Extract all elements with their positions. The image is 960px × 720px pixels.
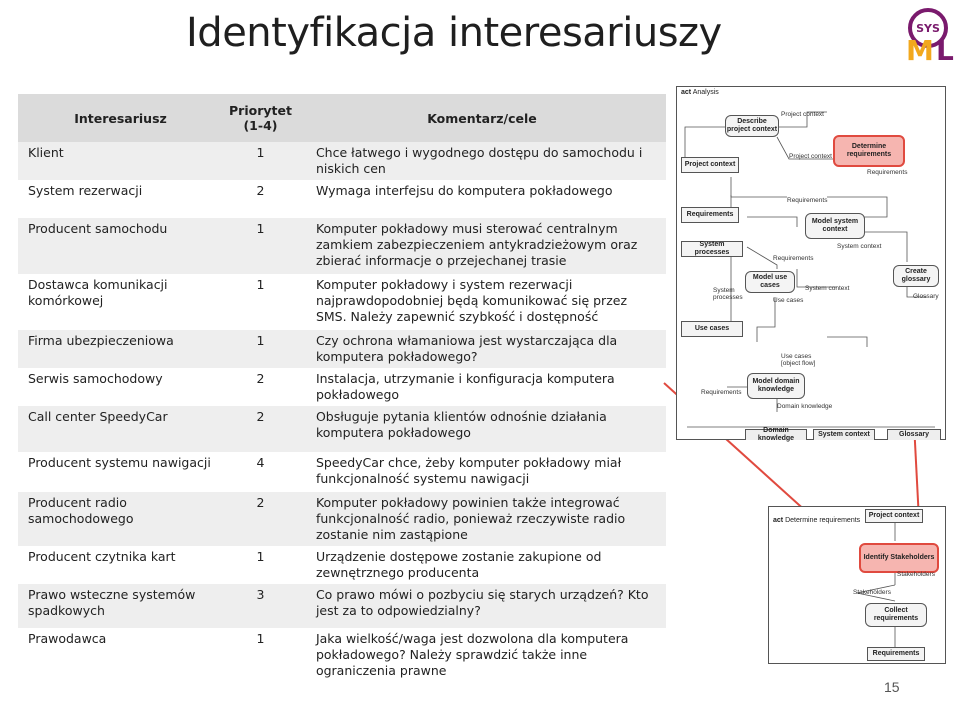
- node-describe-project-context: Describe project context: [725, 115, 779, 137]
- node-model-domain-knowledge: Model domain knowledge: [747, 373, 805, 399]
- label-requirements-2: Requirements: [787, 197, 828, 204]
- label-stakeholders-2: Stakeholders: [853, 589, 891, 596]
- node-model-system-context: Model system context: [805, 213, 865, 239]
- stakeholder-cell: Producent systemu nawigacji: [18, 452, 223, 492]
- stakeholder-cell: Prawodawca: [18, 628, 223, 682]
- label-stakeholders: Stakeholders: [897, 571, 935, 578]
- node-create-glossary: Create glossary: [893, 265, 939, 287]
- determine-requirements-diagram: act Determine requirements Project conte…: [768, 506, 946, 664]
- comment-cell: Komputer pokładowy i system rezerwacji n…: [297, 274, 666, 330]
- stakeholder-cell: Producent samochodu: [18, 218, 223, 274]
- svg-text:M: M: [906, 34, 934, 64]
- stakeholder-cell: Call center SpeedyCar: [18, 406, 223, 452]
- label-use-cases: Use cases: [773, 297, 804, 304]
- label-requirements-3: Requirements: [773, 255, 814, 262]
- node-model-use-cases: Model use cases: [745, 271, 795, 293]
- stakeholder-cell: Firma ubezpieczeniowa: [18, 330, 223, 368]
- priority-cell: 4: [223, 452, 298, 492]
- comment-cell: Instalacja, utrzymanie i konfiguracja ko…: [297, 368, 666, 406]
- comment-cell: Jaka wielkość/waga jest dozwolona dla ko…: [297, 628, 666, 682]
- label-system-processes: System processes: [713, 287, 743, 301]
- priority-cell: 1: [223, 330, 298, 368]
- priority-cell: 2: [223, 406, 298, 452]
- priority-cell: 1: [223, 628, 298, 682]
- label-project-context: Project context: [781, 111, 824, 118]
- stakeholder-cell: Producent czytnika kart: [18, 546, 223, 584]
- pin-requirements: Requirements: [681, 207, 739, 223]
- pin-use-cases: Use cases: [681, 321, 743, 337]
- label-system-context-2: System context: [805, 285, 850, 292]
- analysis-diagram-name: Analysis: [692, 89, 719, 96]
- priority-cell: 3: [223, 584, 298, 628]
- stakeholder-cell: Klient: [18, 142, 223, 180]
- analysis-diagram: act Analysis Describe project context De…: [676, 86, 946, 442]
- svg-text:L: L: [936, 34, 954, 64]
- priority-cell: 1: [223, 218, 298, 274]
- stakeholder-cell: System rezerwacji: [18, 180, 223, 218]
- stakeholder-diagram-name: Determine requirements: [785, 517, 861, 524]
- pin-domain-knowledge: Domain knowledge: [745, 427, 807, 442]
- comment-cell: Co prawo mówi o pozbyciu się starych urz…: [297, 584, 666, 628]
- stakeholder-table: Interesariusz Priorytet (1-4) Komentarz/…: [18, 94, 666, 682]
- node-determine-requirements: Determine requirements: [833, 135, 905, 167]
- comment-cell: Chce łatwego i wygodnego dostępu do samo…: [297, 142, 666, 180]
- comment-cell: Wymaga interfejsu do komputera pokładowe…: [297, 180, 666, 218]
- priority-cell: 2: [223, 180, 298, 218]
- pin-system-processes: System processes: [681, 241, 743, 257]
- comment-cell: Czy ochrona włamaniowa jest wystarczając…: [297, 330, 666, 368]
- label-domain-knowledge: Domain knowledge: [777, 403, 833, 410]
- stakeholder-cell: Prawo wsteczne systemów spadkowych: [18, 584, 223, 628]
- comment-cell: SpeedyCar chce, żeby komputer pokładowy …: [297, 452, 666, 492]
- sysml-logo: SYS M L: [898, 6, 958, 67]
- pin-project-context-detail: Project context: [865, 509, 923, 523]
- pin-requirements-detail: Requirements: [867, 647, 925, 661]
- comment-cell: Komputer pokładowy musi sterować central…: [297, 218, 666, 274]
- page-number: 15: [884, 679, 900, 695]
- svg-text:SYS: SYS: [916, 22, 940, 35]
- priority-cell: 1: [223, 546, 298, 584]
- priority-cell: 1: [223, 142, 298, 180]
- label-requirements-4: Requirements: [701, 389, 742, 396]
- label-requirements: Requirements: [867, 169, 908, 176]
- label-project-context-2: Project context: [789, 153, 832, 160]
- col-header-priority: Priorytet (1-4): [223, 94, 298, 142]
- node-identify-stakeholders: Identify Stakeholders: [859, 543, 939, 573]
- comment-cell: Urządzenie dostępowe zostanie zakupione …: [297, 546, 666, 584]
- stakeholder-cell: Dostawca komunikacji komórkowej: [18, 274, 223, 330]
- stakeholder-cell: Serwis samochodowy: [18, 368, 223, 406]
- label-glossary: Glossary: [913, 293, 939, 300]
- pin-glossary: Glossary: [887, 429, 941, 440]
- label-use-cases-object-flow: Use cases [object flow]: [781, 353, 816, 367]
- page-title: Identyfikacja interesariuszy: [186, 10, 722, 56]
- comment-cell: Obsługuje pytania klientów odnośnie dzia…: [297, 406, 666, 452]
- pin-system-context: System context: [813, 429, 875, 440]
- stakeholder-cell: Producent radio samochodowego: [18, 492, 223, 546]
- priority-cell: 1: [223, 274, 298, 330]
- priority-cell: 2: [223, 492, 298, 546]
- priority-cell: 2: [223, 368, 298, 406]
- table-header-row: Interesariusz Priorytet (1-4) Komentarz/…: [18, 94, 666, 142]
- pin-project-context: Project context: [681, 157, 739, 173]
- col-header-stakeholder: Interesariusz: [18, 94, 223, 142]
- col-header-comment: Komentarz/cele: [297, 94, 666, 142]
- node-collect-requirements: Collect requirements: [865, 603, 927, 627]
- stakeholder-flows: [856, 523, 896, 647]
- comment-cell: Komputer pokładowy powinien także integr…: [297, 492, 666, 546]
- label-system-context: System context: [837, 243, 882, 250]
